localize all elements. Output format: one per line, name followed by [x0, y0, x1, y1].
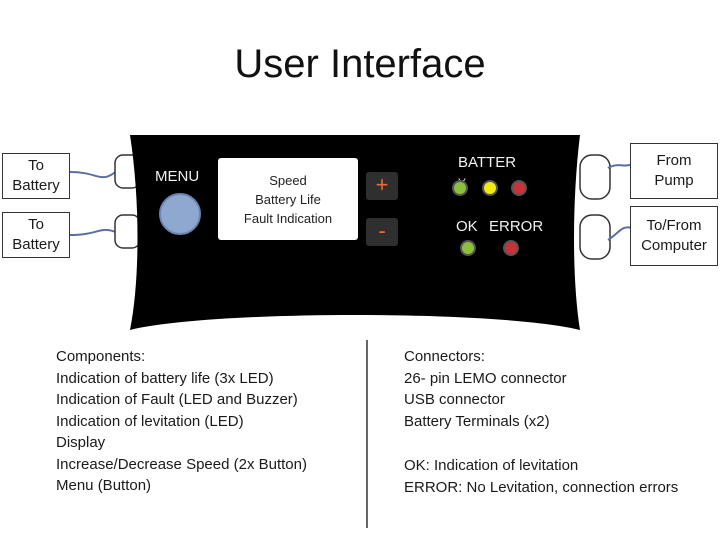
connector-item: 26- pin LEMO connector: [404, 369, 567, 387]
computer-label: To/From Computer: [630, 206, 718, 266]
display-line-speed: Speed: [269, 172, 307, 188]
ok-label: OK: [456, 218, 478, 235]
computer-text: To/From Computer: [641, 217, 707, 254]
component-item: Menu (Button): [56, 477, 152, 494]
menu-button[interactable]: [159, 193, 201, 235]
status-notes: OK: Indication of levitation ERROR: No L…: [404, 455, 678, 498]
decrease-speed-button[interactable]: -: [366, 218, 398, 246]
menu-label: MENU: [155, 168, 200, 185]
display-line-fault: Fault Indication: [243, 210, 333, 226]
component-item: Increase/Decrease Speed (2x Button): [56, 455, 307, 473]
to-battery-label-2: To Battery: [2, 212, 70, 258]
ok-note: OK: Indication of levitation: [404, 457, 579, 474]
battery-led-green: [452, 180, 468, 196]
components-list: Components: Indication of battery life (…: [56, 346, 307, 497]
connectors-list: Connectors: 26- pin LEMO connector USB c…: [404, 346, 567, 432]
from-pump-label: From Pump: [630, 143, 718, 199]
connector-item: USB connector: [404, 391, 505, 408]
battery-led-yellow: [482, 180, 498, 196]
connector-item: Battery Terminals (x2): [404, 412, 550, 430]
minus-label: -: [378, 218, 386, 243]
plug-left-bottom: [114, 214, 141, 249]
component-item: Indication of battery life (3x LED): [56, 369, 274, 387]
component-item: Display: [56, 434, 106, 451]
ok-led-green: [460, 240, 476, 256]
to-battery-label-1: To Battery: [2, 153, 70, 199]
component-item: Indication of levitation (LED): [56, 412, 244, 430]
to-battery-text-1: To Battery: [12, 157, 60, 194]
component-item: Indication of Fault (LED and Buzzer): [56, 391, 298, 408]
from-pump-text: From Pump: [654, 152, 694, 189]
plug-right-top: [579, 154, 611, 200]
to-battery-text-2: To Battery: [12, 216, 60, 253]
page-title: User Interface: [234, 42, 486, 86]
battery-label: BATTER: [458, 154, 517, 171]
lcd-display: Speed Battery Life Fault Indication: [218, 158, 358, 240]
battery-led-red: [511, 180, 527, 196]
error-label: ERROR: [489, 218, 544, 235]
increase-speed-button[interactable]: +: [366, 172, 398, 200]
error-led-red: [503, 240, 519, 256]
display-line-battery: Battery Life: [255, 191, 321, 207]
cable-left-bottom: [69, 228, 119, 236]
error-note: ERROR: No Levitation, connection errors: [404, 478, 679, 496]
cable-right-bottom: [607, 226, 633, 241]
plus-label: +: [375, 172, 389, 197]
components-heading: Components:: [56, 348, 146, 365]
cable-right-top: [607, 163, 633, 169]
plug-right-bottom: [579, 214, 611, 260]
connectors-heading: Connectors:: [404, 348, 485, 365]
cable-left-top: [69, 169, 119, 179]
